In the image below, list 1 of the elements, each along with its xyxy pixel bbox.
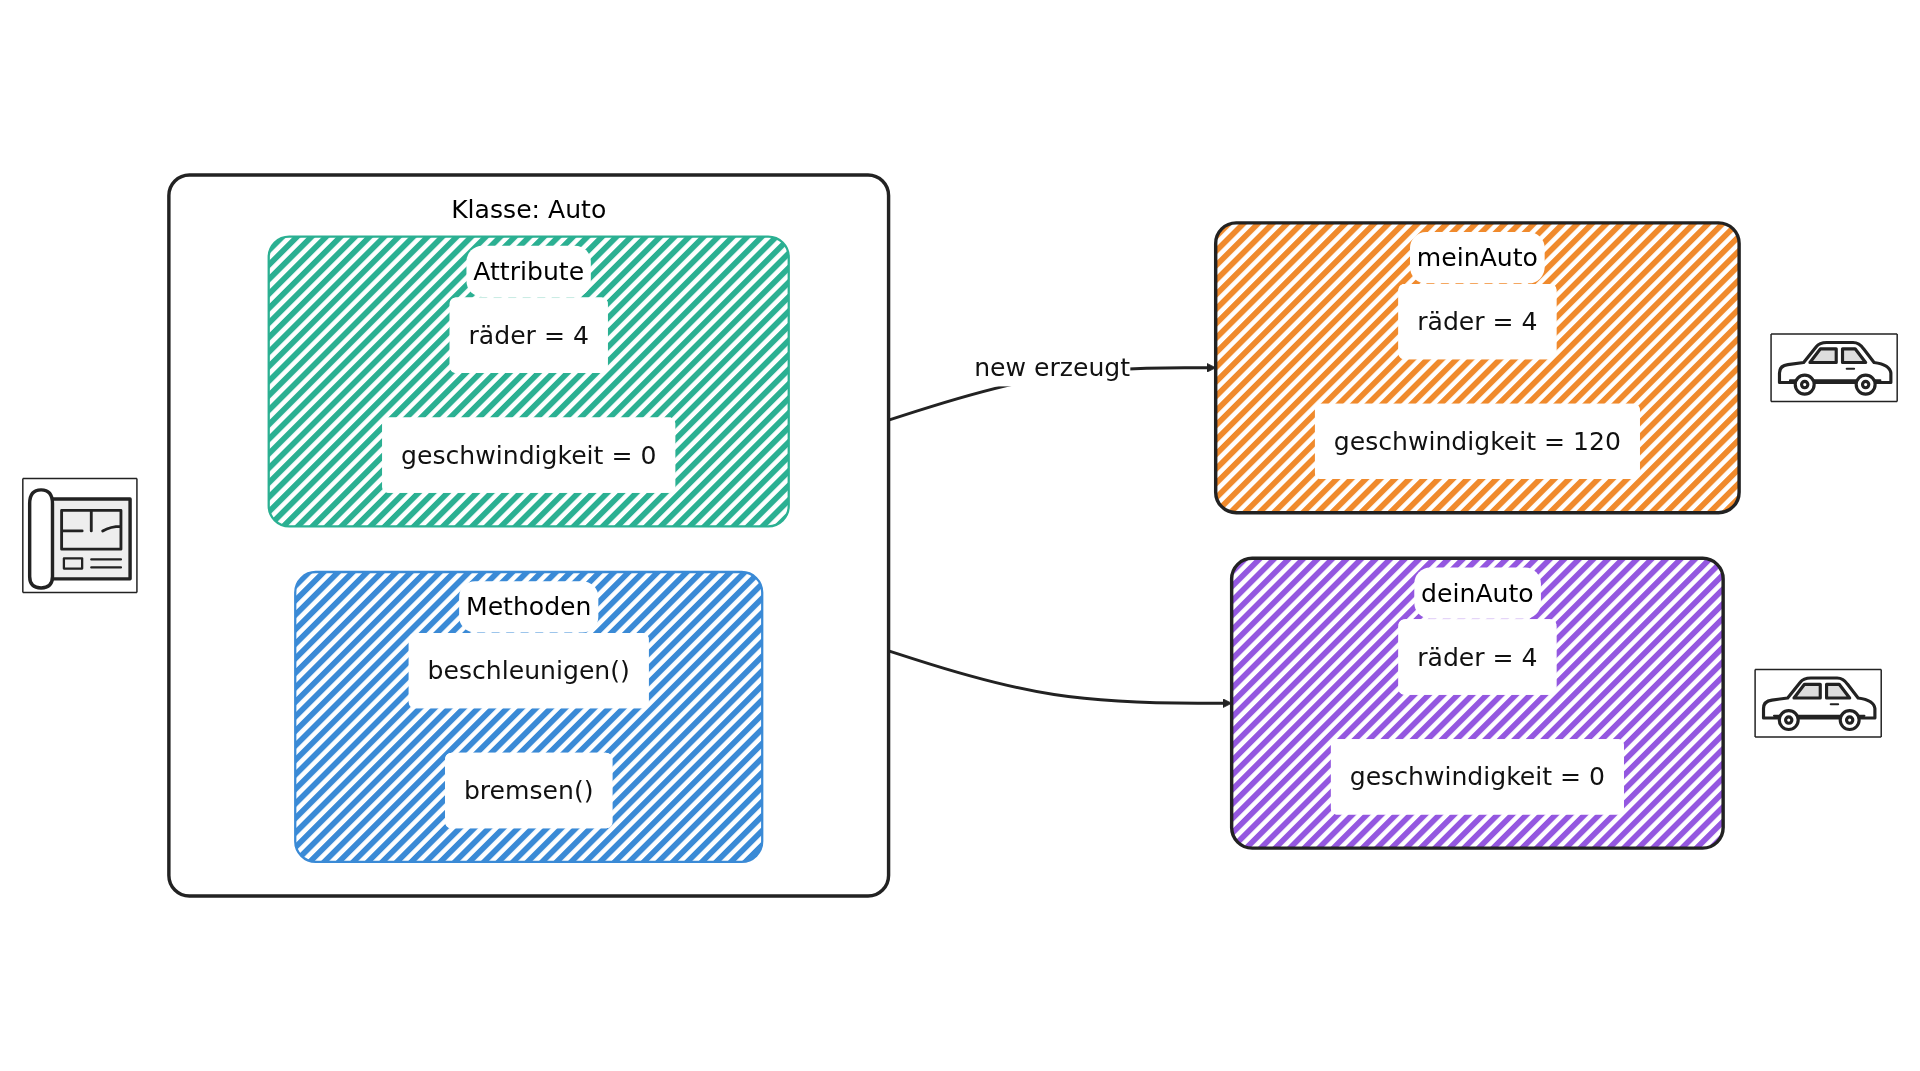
edge-label: new erzeugt	[974, 353, 1131, 383]
